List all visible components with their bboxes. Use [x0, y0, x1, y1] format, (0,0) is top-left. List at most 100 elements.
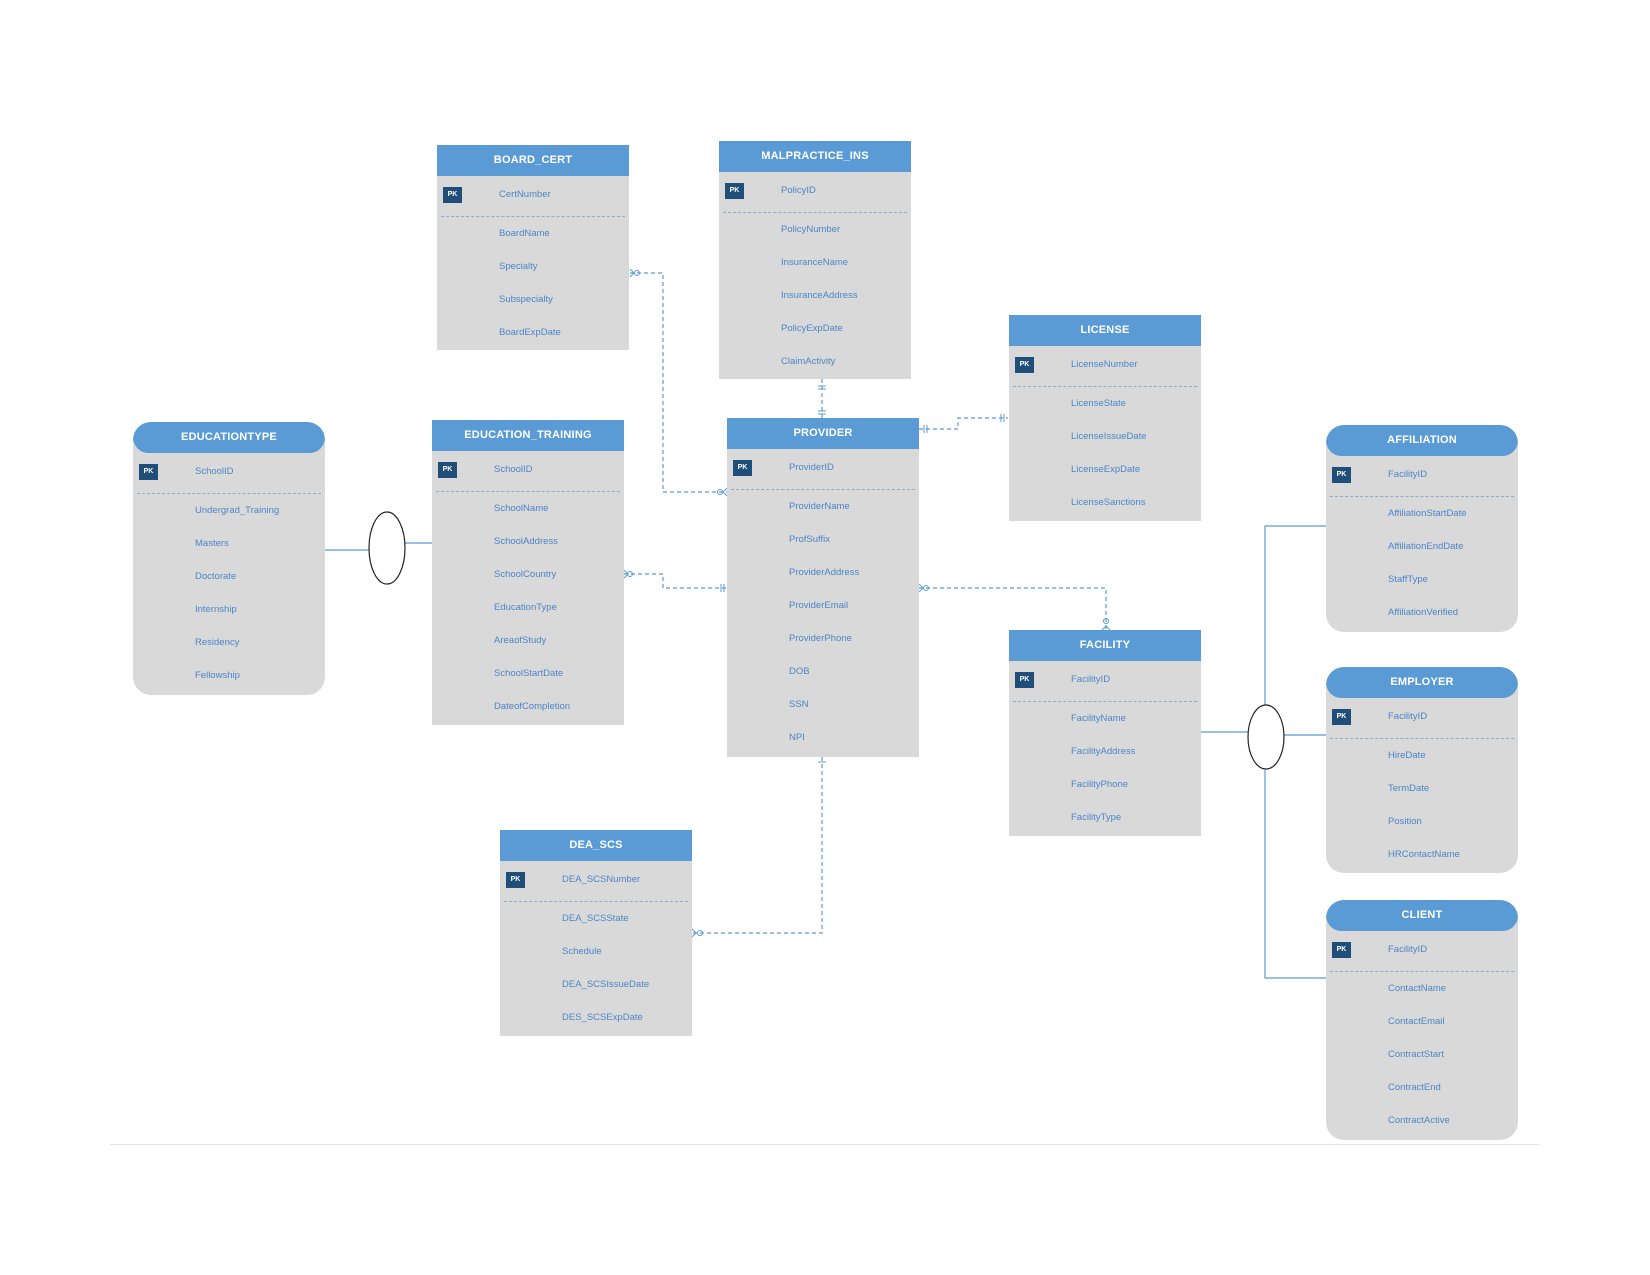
attribute: InsuranceAddress [781, 290, 858, 301]
attribute: ContractEnd [1388, 1082, 1441, 1093]
attribute: DEA_SCSIssueDate [562, 979, 650, 990]
pk-row: PK PolicyID [719, 172, 911, 212]
divider [137, 493, 321, 494]
entity-title: FACILITY [1009, 630, 1201, 661]
entity-client[interactable]: CLIENT PK FacilityID ContactName Contact… [1326, 900, 1518, 1140]
attribute: FacilityName [1071, 713, 1126, 724]
entity-affiliation[interactable]: AFFILIATION PK FacilityID AffiliationSta… [1326, 425, 1518, 632]
marker-provider-crow-left [722, 487, 728, 497]
marker-facility-crow [1101, 625, 1111, 631]
pk-key-icon: PK [443, 187, 462, 203]
attribute: Fellowship [195, 670, 240, 681]
attribute: SchoolCountry [494, 569, 557, 580]
pk-attribute: ProviderID [789, 462, 834, 473]
attribute: Position [1388, 816, 1422, 827]
divider [1330, 738, 1514, 739]
connector-boardcert-provider [630, 272, 727, 493]
entity-title: EDUCATION_TRAINING [432, 420, 624, 451]
attribute: DOB [789, 666, 810, 677]
pk-key-icon: PK [1332, 709, 1351, 725]
marker-deascs-zero [697, 930, 703, 936]
divider [1330, 496, 1514, 497]
pk-key-icon: PK [1015, 357, 1034, 373]
attribute: HireDate [1388, 750, 1426, 761]
entity-license[interactable]: LICENSE PK LicenseNumber LicenseState Li… [1009, 315, 1201, 521]
entity-title: DEA_SCS [500, 830, 692, 861]
attribute: BoardName [499, 228, 550, 239]
attribute: LicenseExpDate [1071, 464, 1141, 475]
attribute: DateofCompletion [494, 701, 571, 712]
attribute: ContractStart [1388, 1049, 1444, 1060]
entity-employer[interactable]: EMPLOYER PK FacilityID HireDate TermDate… [1326, 667, 1518, 873]
attribute: LicenseState [1071, 398, 1126, 409]
pk-row: PK ProviderID [727, 449, 919, 489]
entity-educationtype[interactable]: EDUCATIONTYPE PK SchoolID Undergrad_Trai… [133, 422, 325, 695]
attribute: Schedule [562, 946, 602, 957]
attribute: FacilityAddress [1071, 746, 1136, 757]
divider [441, 216, 625, 217]
pk-row: PK FacilityID [1326, 456, 1518, 496]
entity-title: EMPLOYER [1326, 667, 1518, 698]
pk-attribute: SchoolID [494, 464, 533, 475]
relationship-ellipse-facility [1247, 704, 1285, 770]
attribute: DEA_SCSState [562, 913, 629, 924]
attribute: AffiliationVerified [1388, 607, 1459, 618]
attribute: ContractActive [1388, 1115, 1450, 1126]
entity-board-cert[interactable]: BOARD_CERT PK CertNumber BoardName Speci… [437, 145, 629, 350]
entity-title: PROVIDER [727, 418, 919, 449]
attribute: ProviderPhone [789, 633, 852, 644]
attribute: ProviderName [789, 501, 850, 512]
attribute: LicenseIssueDate [1071, 431, 1147, 442]
attribute: BoardExpDate [499, 327, 561, 338]
attribute: FacilityType [1071, 812, 1122, 823]
attribute: AreaofStudy [494, 635, 547, 646]
attribute: StaffType [1388, 574, 1428, 585]
attribute: ContactName [1388, 983, 1447, 994]
divider [731, 489, 915, 490]
attribute: AffiliationEndDate [1388, 541, 1464, 552]
pk-row: PK FacilityID [1326, 698, 1518, 738]
marker-provider-tick-top [818, 410, 826, 415]
pk-key-icon: PK [1332, 467, 1351, 483]
entity-dea-scs[interactable]: DEA_SCS PK DEA_SCSNumber DEA_SCSState Sc… [500, 830, 692, 1036]
marker-provider-crow-right [918, 583, 924, 593]
attribute: FacilityPhone [1071, 779, 1129, 790]
attribute: LicenseSanctions [1071, 497, 1146, 508]
pk-key-icon: PK [725, 183, 744, 199]
pk-key-icon: PK [506, 872, 525, 888]
attribute: Internship [195, 604, 237, 615]
attribute: InsuranceName [781, 257, 849, 268]
attribute: Undergrad_Training [195, 505, 280, 516]
pk-attribute: CertNumber [499, 189, 551, 200]
entity-facility[interactable]: FACILITY PK FacilityID FacilityName Faci… [1009, 630, 1201, 836]
connector-provider-facility [919, 587, 1107, 630]
entity-provider[interactable]: PROVIDER PK ProviderID ProviderName Prof… [727, 418, 919, 757]
connector-ellipse-client [1264, 770, 1326, 979]
pk-key-icon: PK [139, 464, 158, 480]
entity-title: LICENSE [1009, 315, 1201, 346]
marker-provider-tick-left [720, 584, 725, 592]
attribute: SchoolAddress [494, 536, 558, 547]
entity-title: CLIENT [1326, 900, 1518, 931]
attribute: Masters [195, 538, 229, 549]
pk-attribute: FacilityID [1388, 944, 1428, 955]
attribute: ProfSuffix [789, 534, 831, 545]
pk-row: PK CertNumber [437, 176, 629, 216]
entity-malpractice-ins[interactable]: MALPRACTICE_INS PK PolicyID PolicyNumber… [719, 141, 911, 379]
relationship-ellipse-education [368, 511, 406, 585]
pk-attribute: FacilityID [1071, 674, 1111, 685]
marker-malpractice-tick [818, 385, 826, 390]
marker-edtraining-crow [623, 569, 629, 579]
divider [1013, 386, 1197, 387]
attribute: EducationType [494, 602, 557, 613]
pk-attribute: DEA_SCSNumber [562, 874, 641, 885]
attribute: ProviderAddress [789, 567, 860, 578]
entity-title: BOARD_CERT [437, 145, 629, 176]
divider [504, 901, 688, 902]
marker-deascs-crow [691, 928, 697, 938]
entity-education-training[interactable]: EDUCATION_TRAINING PK SchoolID SchoolNam… [432, 420, 624, 725]
connector-provider-license [919, 417, 1008, 430]
pk-row: PK SchoolID [133, 453, 325, 493]
connector-ellipse-affiliation [1264, 525, 1326, 706]
